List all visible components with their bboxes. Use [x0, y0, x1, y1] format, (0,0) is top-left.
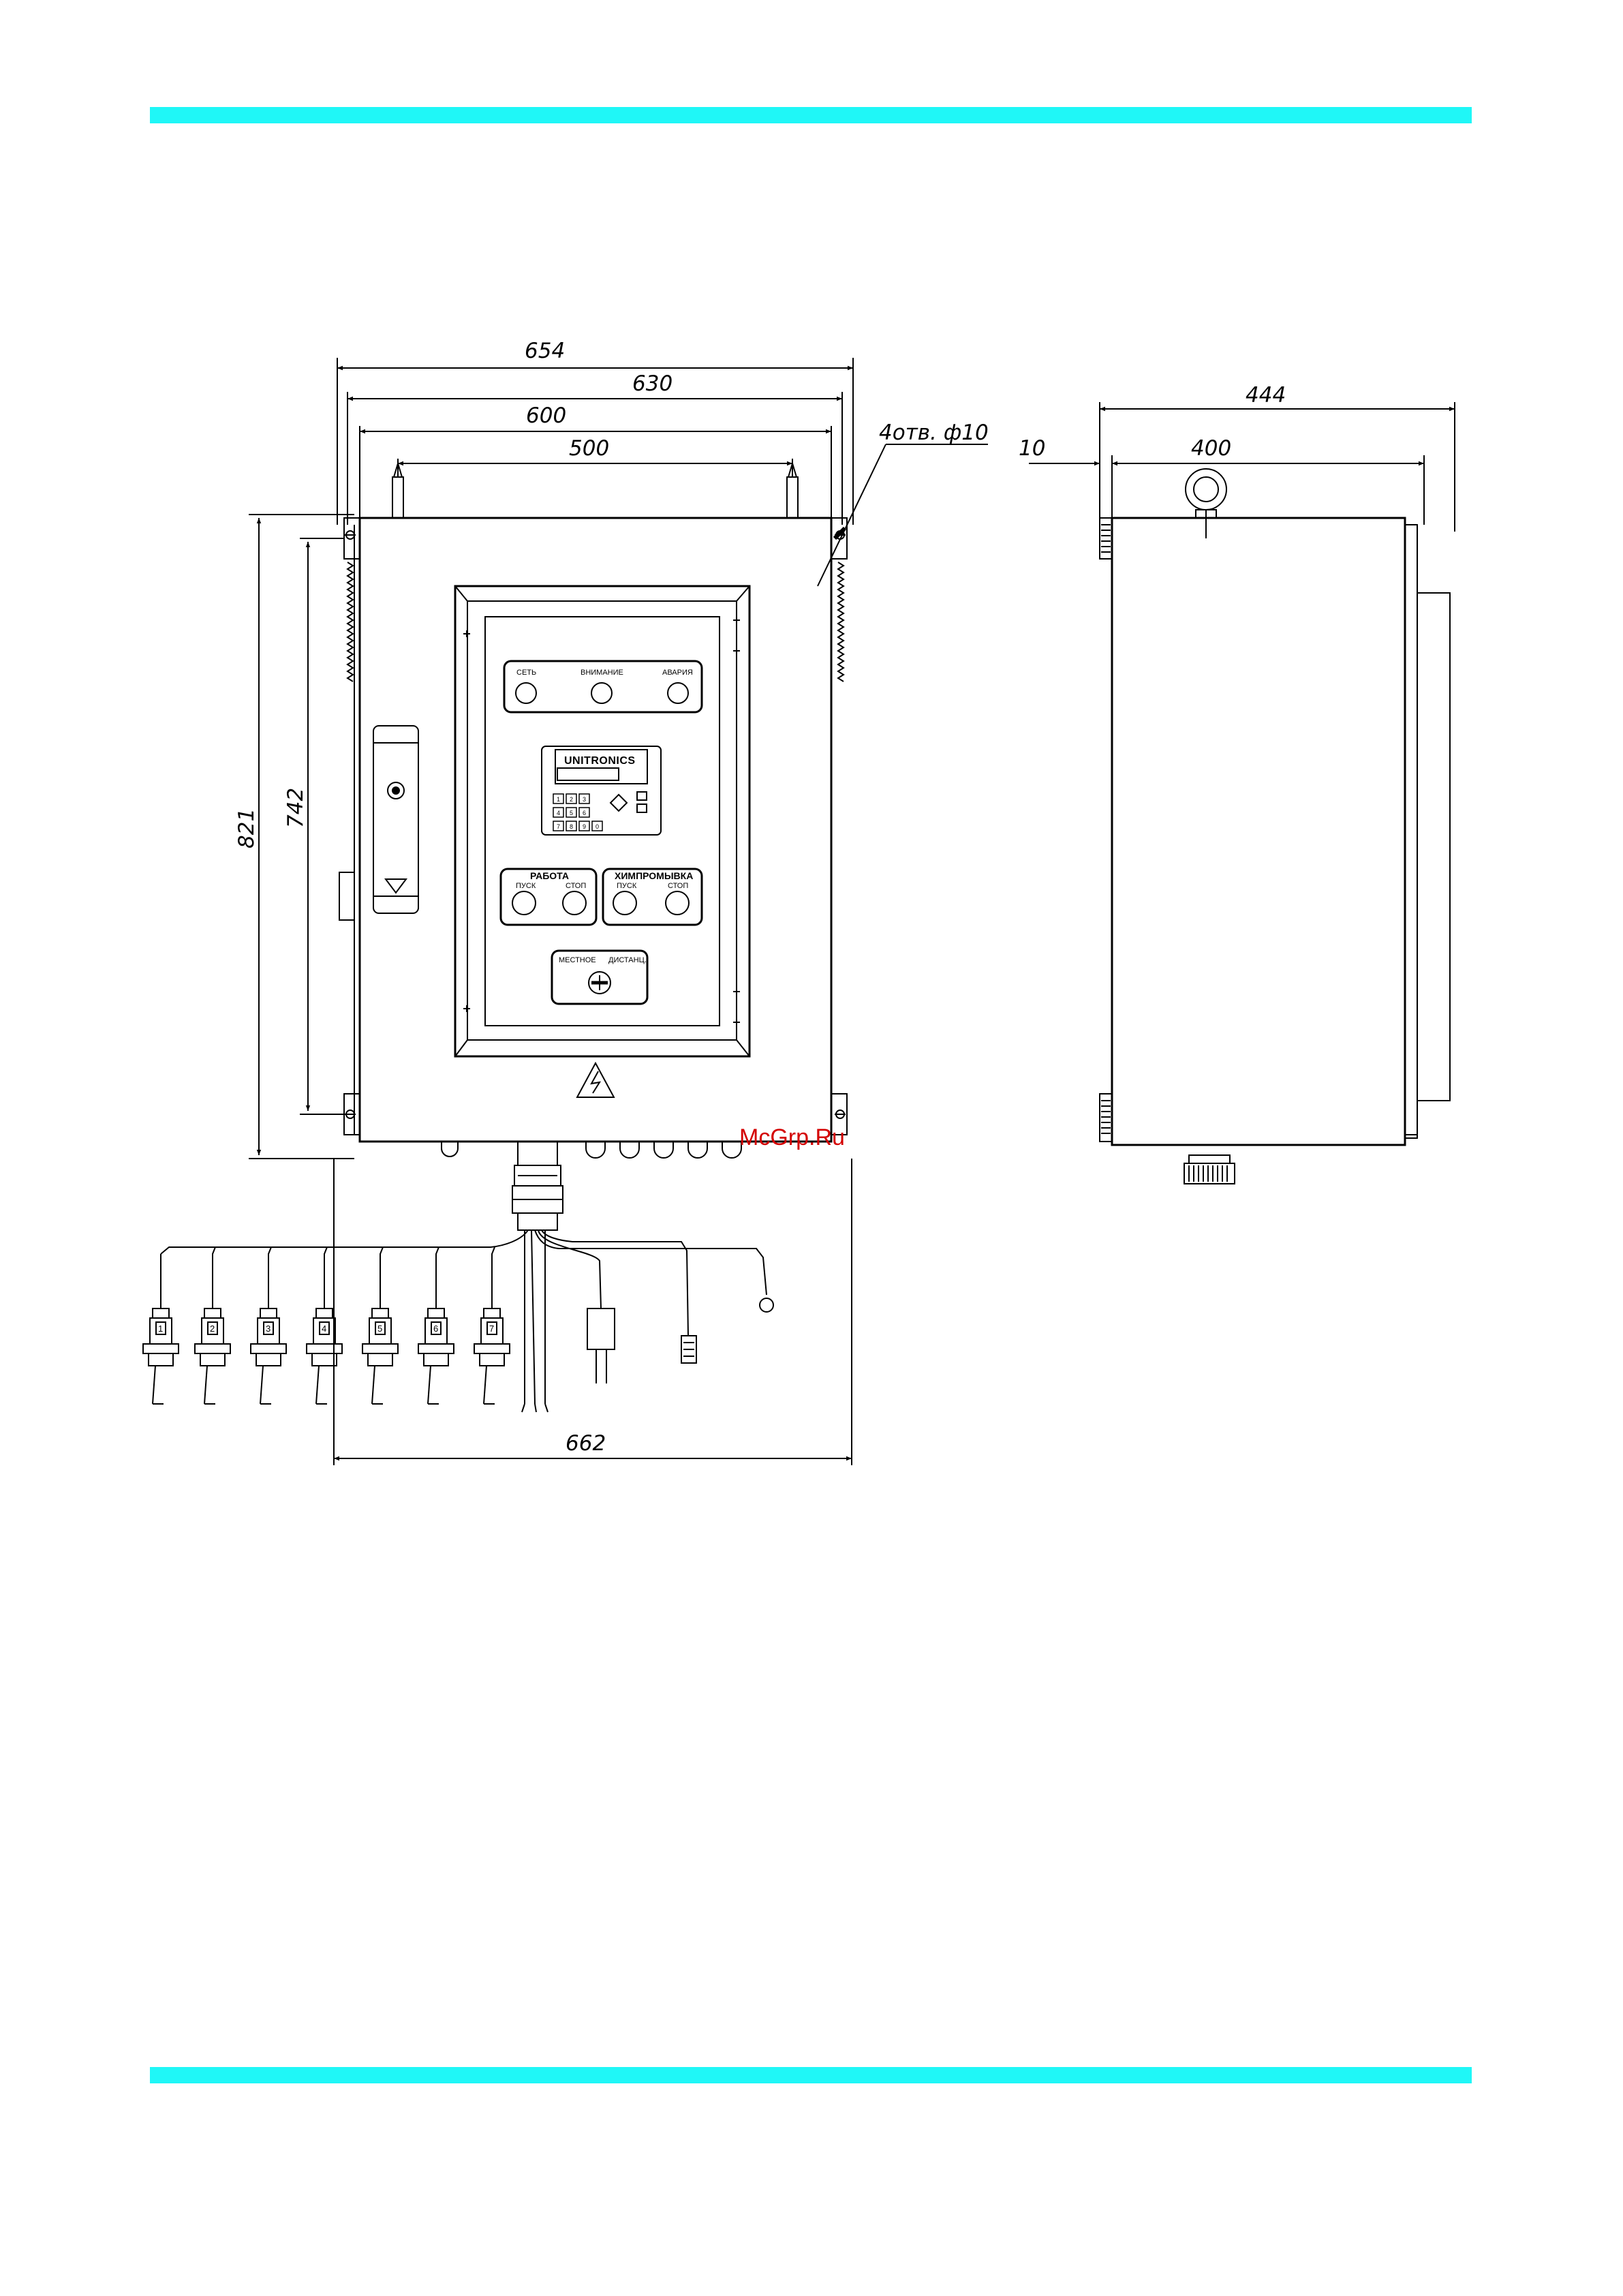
warning-triangle-icon [577, 1063, 614, 1097]
label-attention: ВНИМАНИЕ [581, 669, 623, 677]
dim-654: 654 [525, 339, 565, 363]
side-eyebolt [1186, 469, 1226, 538]
plc-key-label: 2 [570, 796, 573, 803]
lamp-network [516, 683, 536, 703]
side-view [1029, 402, 1455, 1184]
work-start-button[interactable] [512, 891, 536, 915]
label-remote: ДИСТАНЦ. [608, 956, 647, 964]
sensor-number: 4 [322, 1323, 326, 1334]
dim-600: 600 [526, 403, 566, 428]
plc-esc-key[interactable] [637, 792, 647, 800]
plc-key-label: 4 [557, 810, 560, 816]
sensor-probe: 1 [143, 1308, 179, 1404]
mounting-bracket-bottom-left [344, 1094, 360, 1135]
controller-brand: UNITRONICS [564, 755, 636, 767]
watermark: McGrp.Ru [739, 1124, 845, 1150]
sensor-number: 5 [377, 1323, 382, 1334]
dim-630: 630 [632, 371, 673, 396]
mounting-bracket-top-left [344, 518, 360, 682]
work-stop-button[interactable] [563, 891, 586, 915]
plc-key-label: 5 [570, 810, 573, 816]
sensor-number: 1 [158, 1323, 163, 1334]
lamp-attention [591, 683, 612, 703]
plc-key-label: 6 [583, 810, 586, 816]
plc-key-label: 7 [557, 823, 560, 830]
label-alarm: АВАРИЯ [662, 669, 693, 677]
chem-start-button[interactable] [613, 891, 636, 915]
dim-742: 742 [283, 788, 308, 828]
dpad-icon[interactable] [610, 795, 627, 811]
dim-821: 821 [234, 808, 259, 848]
sensor-probe: 6 [418, 1308, 454, 1404]
plc-key-label: 3 [583, 796, 586, 803]
label-work-start: ПУСК [516, 882, 536, 890]
sensor-group: 1 2 3 4 5 6 7 [143, 1308, 510, 1404]
plc-key-label: 0 [596, 823, 599, 830]
label-chem: ХИМПРОМЫВКА [615, 870, 693, 881]
sensor-number: 2 [210, 1323, 215, 1334]
dim-500: 500 [569, 436, 609, 461]
plc-key-label: 8 [570, 823, 573, 830]
dim-10: 10 [1019, 436, 1045, 461]
dim-444: 444 [1246, 383, 1286, 408]
sensor-probe: 2 [195, 1308, 230, 1404]
sensor-probe: 3 [251, 1308, 286, 1404]
plc-key-label: 1 [557, 796, 560, 803]
chem-stop-button[interactable] [666, 891, 689, 915]
sensor-probe: 4 [307, 1308, 342, 1404]
door-handle[interactable] [373, 726, 418, 913]
sensor-number: 3 [266, 1323, 270, 1334]
side-cable-gland [1184, 1155, 1235, 1184]
hole-note: 4отв. ф10 [879, 420, 989, 445]
label-chem-start: ПУСК [617, 882, 637, 890]
label-network: СЕТЬ [516, 669, 536, 677]
dim-400: 400 [1191, 436, 1231, 461]
label-chem-stop: СТОП [668, 882, 688, 890]
dim-662: 662 [566, 1431, 606, 1456]
sensor-number: 6 [433, 1323, 438, 1334]
label-work-stop: СТОП [566, 882, 586, 890]
plc-keypad: 1 2 3 4 5 6 7 8 9 0 [553, 794, 602, 831]
lamp-alarm [668, 683, 688, 703]
sensor-number: 7 [489, 1323, 494, 1334]
sensor-probe: 5 [362, 1308, 398, 1404]
label-local: МЕСТНОЕ [559, 956, 596, 964]
plc-key-label: 9 [583, 823, 586, 830]
sensor-probe: 7 [474, 1308, 510, 1404]
label-work: РАБОТА [530, 870, 569, 881]
plc-enter-key[interactable] [637, 804, 647, 812]
cable-assembly [161, 1142, 773, 1412]
